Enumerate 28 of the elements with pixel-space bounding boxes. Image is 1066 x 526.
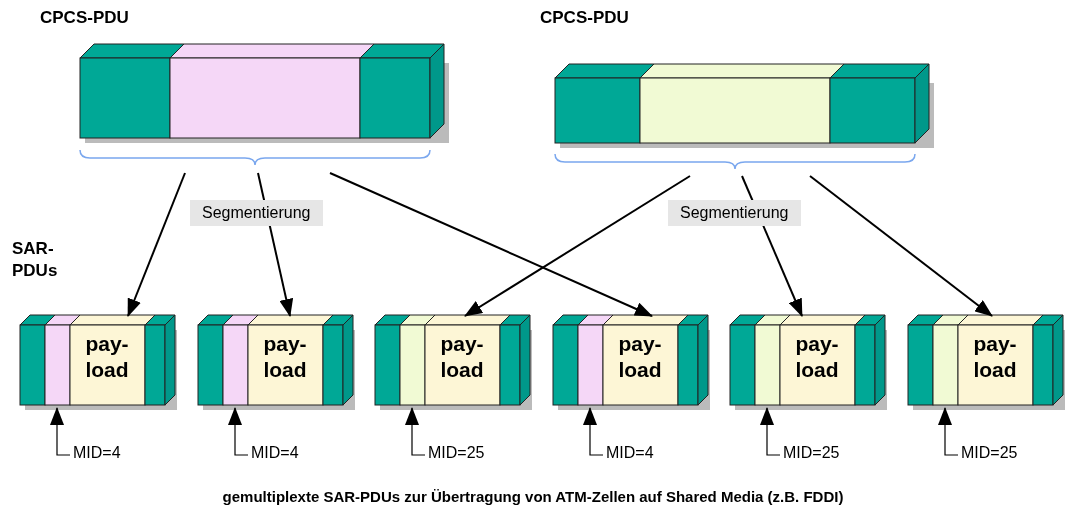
arrow [329, 172, 653, 317]
leader-line [405, 407, 426, 456]
edge-label: Segmentierung [668, 200, 801, 226]
arrow [127, 172, 186, 317]
caption: gemultiplexte SAR-PDUs zur Übertragung von ATM-Zellen auf Shared Media (z.B. FDDI) [221, 488, 845, 505]
payload-label: pay-load [84, 331, 130, 383]
mid-label: MID=25 [961, 444, 1018, 462]
leader-line [228, 407, 249, 456]
section-label: SAR-PDUs [12, 238, 59, 282]
payload-label: pay-load [972, 331, 1018, 383]
pdu-heading: CPCS-PDU [540, 8, 629, 28]
mid-label: MID=4 [606, 444, 654, 462]
leader-line [50, 407, 71, 456]
leader-line [760, 407, 781, 456]
payload-label: pay-load [617, 331, 663, 383]
arrow [809, 175, 993, 317]
payload-label: pay-load [262, 331, 308, 383]
payload-label: pay-load [439, 331, 485, 383]
arrow [464, 175, 691, 317]
mid-label: MID=25 [783, 444, 840, 462]
payload-label: pay-load [794, 331, 840, 383]
mid-label: MID=25 [428, 444, 485, 462]
pdu-heading: CPCS-PDU [40, 8, 129, 28]
edge-label: Segmentierung [190, 200, 323, 226]
mid-label: MID=4 [251, 444, 299, 462]
leader-line [583, 407, 604, 456]
leader-line [938, 407, 959, 456]
mid-label: MID=4 [73, 444, 121, 462]
